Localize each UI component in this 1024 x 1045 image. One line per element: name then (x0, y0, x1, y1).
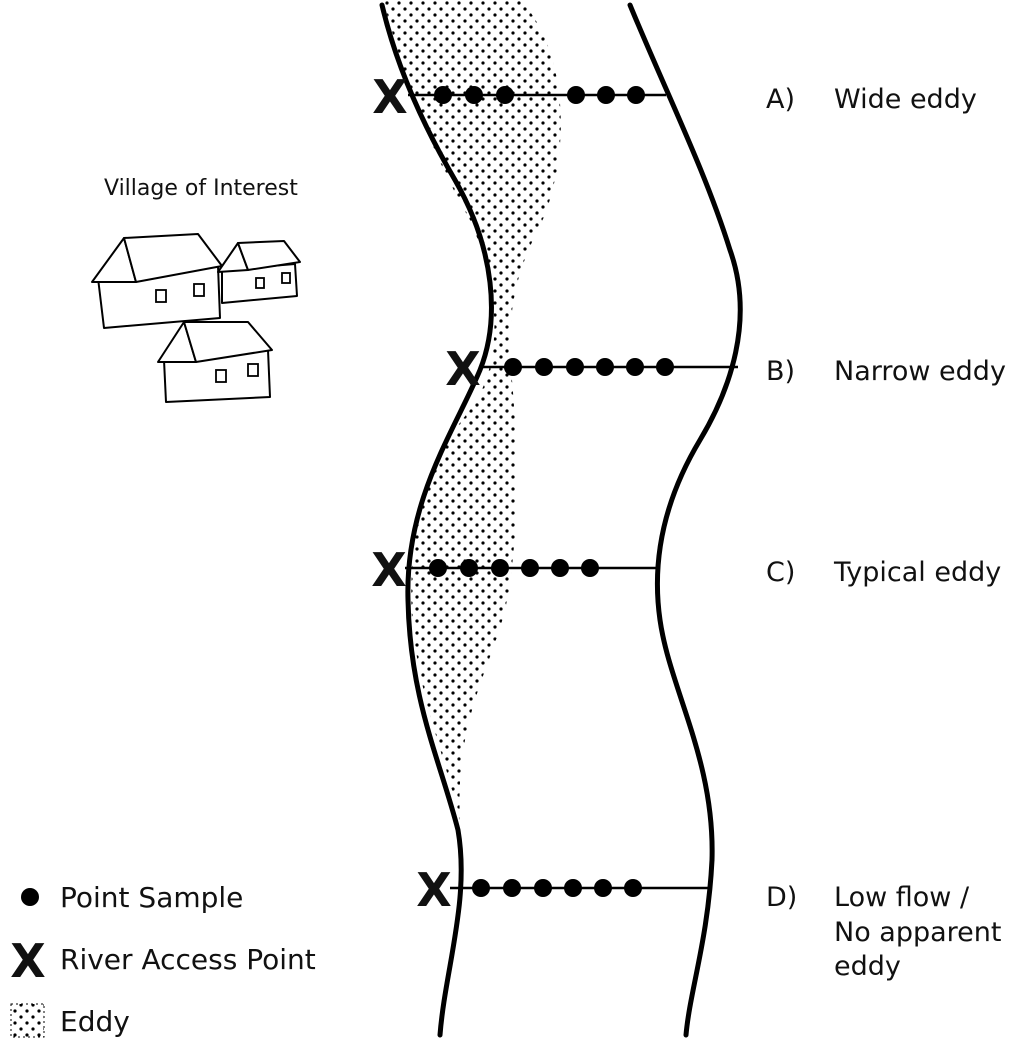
eddy-pattern-icon (10, 1003, 45, 1038)
transect-name-line3: eddy (834, 951, 901, 982)
transect-name: Low flow / (834, 882, 970, 913)
eddy-region (383, 0, 561, 820)
transect-label-c: C) Typical eddy (766, 557, 1001, 588)
transect-name: Narrow eddy (834, 356, 1006, 387)
village-houses (91, 233, 301, 403)
access-point-icon-a: X (372, 70, 407, 124)
point-sample-icon (434, 86, 452, 104)
point-sample-icon (656, 358, 674, 376)
point-sample-icon (596, 358, 614, 376)
samples-transect-b (504, 358, 674, 376)
point-sample-icon (551, 559, 569, 577)
transect-name: Typical eddy (833, 557, 1001, 588)
legend-access-point: X River Access Point (10, 934, 315, 988)
access-point-icon-b: X (445, 342, 480, 396)
legend-eddy: Eddy (10, 1003, 130, 1038)
transect-letter: D) (766, 882, 797, 913)
transect-label-a: A) Wide eddy (766, 84, 977, 115)
point-sample-icon (460, 559, 478, 577)
point-sample-icon (472, 879, 490, 897)
point-sample-icon (504, 358, 522, 376)
point-sample-icon (465, 86, 483, 104)
access-point-icon: X (10, 934, 45, 988)
point-sample-icon (429, 559, 447, 577)
point-sample-icon (567, 86, 585, 104)
point-sample-icon (624, 879, 642, 897)
access-point-icon-c: X (371, 543, 406, 597)
point-sample-icon (597, 86, 615, 104)
point-sample-icon (496, 86, 514, 104)
point-sample-icon (503, 879, 521, 897)
transect-label-d: D) Low flow / No apparent eddy (766, 882, 1001, 982)
point-sample-icon (564, 879, 582, 897)
point-sample-icon (21, 888, 39, 906)
point-sample-icon (534, 879, 552, 897)
point-sample-icon (626, 358, 644, 376)
village-title: Village of Interest (104, 176, 298, 201)
transect-name: Wide eddy (834, 84, 977, 115)
left-riverbank (379, 2, 494, 1038)
legend-point-sample-label: Point Sample (60, 881, 243, 914)
legend-eddy-label: Eddy (60, 1005, 130, 1038)
transect-letter: C) (766, 557, 795, 588)
house-icon (217, 240, 301, 304)
point-sample-icon (581, 559, 599, 577)
transect-label-b: B) Narrow eddy (766, 356, 1006, 387)
samples-transect-a (434, 86, 645, 104)
right-riverbank (627, 2, 743, 1038)
access-point-icon-d: X (416, 863, 451, 917)
point-sample-icon (491, 559, 509, 577)
transect-letter: A) (766, 84, 795, 115)
point-sample-icon (594, 879, 612, 897)
point-sample-icon (535, 358, 553, 376)
samples-transect-d (472, 879, 642, 897)
point-sample-icon (566, 358, 584, 376)
legend-access-point-label: River Access Point (60, 943, 316, 976)
point-sample-icon (521, 559, 539, 577)
point-sample-icon (627, 86, 645, 104)
legend: Point Sample X River Access Point Eddy (10, 881, 315, 1038)
house-icon (157, 321, 273, 403)
house-icon (91, 233, 223, 329)
transect-letter: B) (766, 356, 795, 387)
samples-transect-c (429, 559, 599, 577)
legend-point-sample: Point Sample (21, 881, 243, 914)
transect-name-line2: No apparent (834, 917, 1001, 948)
